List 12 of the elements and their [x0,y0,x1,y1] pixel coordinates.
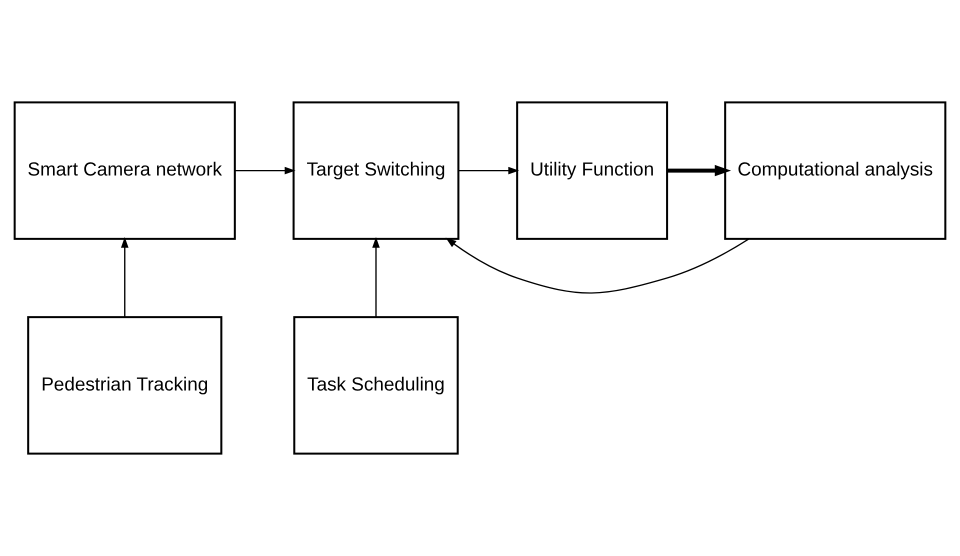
arrow [235,166,296,174]
node-box: Task Scheduling [293,316,459,455]
node-box: Target Switching [292,101,460,240]
arrow [446,238,749,294]
arrow [458,166,520,174]
arrow [120,236,129,317]
arrow [372,236,380,317]
arrow [667,164,732,176]
node-box: Utility Function [516,101,668,240]
node-box: Computational analysis [724,101,946,240]
node-box: Smart Camera network [14,101,236,240]
node-box: Pedestrian Tracking [27,316,222,455]
